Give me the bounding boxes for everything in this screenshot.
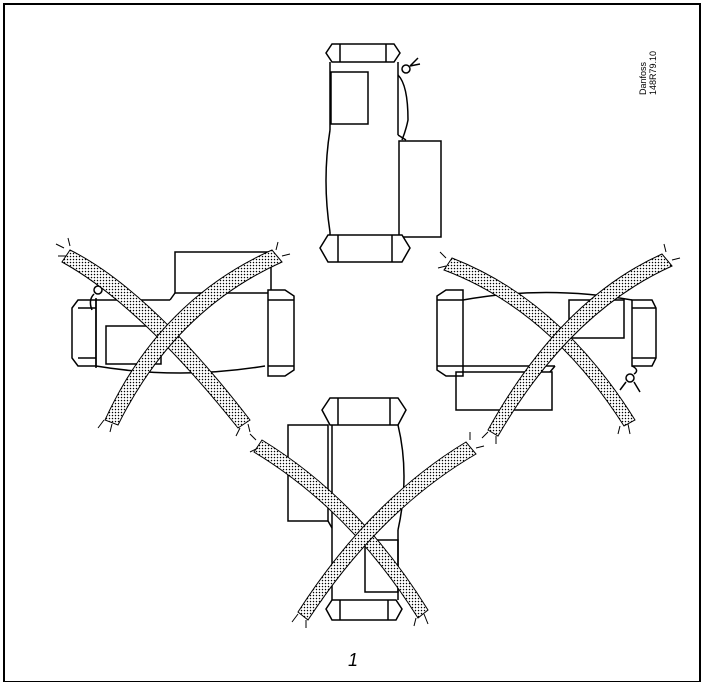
- cross-mark-right: [437, 243, 681, 444]
- valve-horizontal-right: [436, 289, 657, 411]
- code-text: 148R79.10: [648, 50, 658, 95]
- reference-code: Danfoss 148R79.10: [638, 51, 658, 95]
- figure-number: 1: [347, 650, 358, 670]
- cross-mark-bottom: [249, 432, 485, 628]
- brand-text: Danfoss: [638, 61, 648, 95]
- valve-horizontal-left: [71, 251, 295, 377]
- valve-upright-correct: [319, 43, 442, 263]
- figure-border: [3, 3, 701, 682]
- cross-mark-left: [55, 237, 291, 437]
